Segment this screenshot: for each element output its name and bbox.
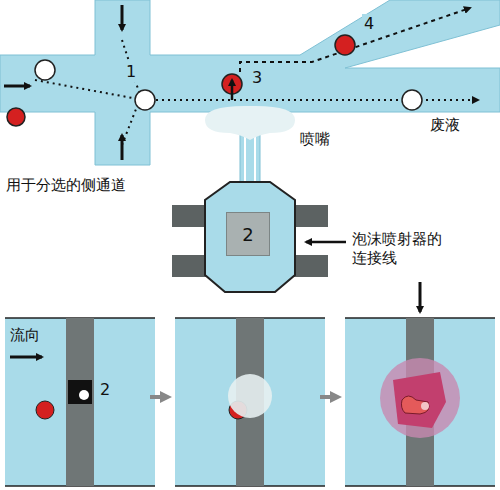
callout-number: 3 [250, 68, 264, 88]
drawing-part [175, 318, 325, 486]
foam-ejector [205, 182, 295, 292]
flow-arrow [121, 135, 124, 160]
droplet-path [150, 99, 478, 101]
ejector-chamber: 2 [226, 212, 270, 256]
step-arrow [320, 395, 338, 399]
pointer-arrow [419, 282, 422, 312]
stage-panel [175, 318, 325, 486]
drawing-part [228, 374, 272, 418]
droplet-white [135, 90, 155, 110]
callout-number: 4 [362, 14, 376, 34]
stage-panel [5, 318, 155, 486]
drawing-part [393, 372, 446, 428]
drawing-part [79, 390, 89, 400]
droplet-red [7, 108, 25, 126]
outlet-label: 废液 [430, 116, 460, 135]
drawing-part [345, 318, 495, 486]
droplet-path [35, 40, 140, 145]
nozzle-label: 喷嘴 [300, 130, 330, 149]
connector-label: 泡沫喷射器的连接线 [352, 230, 446, 268]
flow-arrow [4, 85, 30, 88]
side-channel-flow [245, 135, 255, 185]
push-arrow [231, 80, 234, 100]
droplet-white [402, 90, 422, 110]
drawing-part [66, 318, 94, 486]
drawing-part [401, 396, 429, 414]
stage-panel [345, 318, 495, 486]
step-arrow [150, 395, 168, 399]
nozzle [205, 106, 295, 140]
side-channel-label: 用于分选的侧通道 [6, 176, 126, 195]
drawing-part [36, 401, 54, 419]
callout-number: 2 [242, 224, 253, 245]
callout-number: 2 [98, 380, 112, 400]
drawing-part [68, 380, 92, 404]
drawing-part [5, 318, 155, 486]
drawing-part [421, 402, 429, 410]
droplet-red [335, 35, 355, 55]
drawing-part [10, 356, 42, 359]
pointer-arrow [306, 241, 346, 244]
sorted-path [240, 8, 470, 72]
flow-arrow [121, 5, 124, 30]
callout-number: 1 [124, 62, 138, 82]
drawing-part [380, 358, 460, 438]
flow-direction-label: 流向 [10, 326, 40, 345]
droplet-white [35, 60, 55, 80]
